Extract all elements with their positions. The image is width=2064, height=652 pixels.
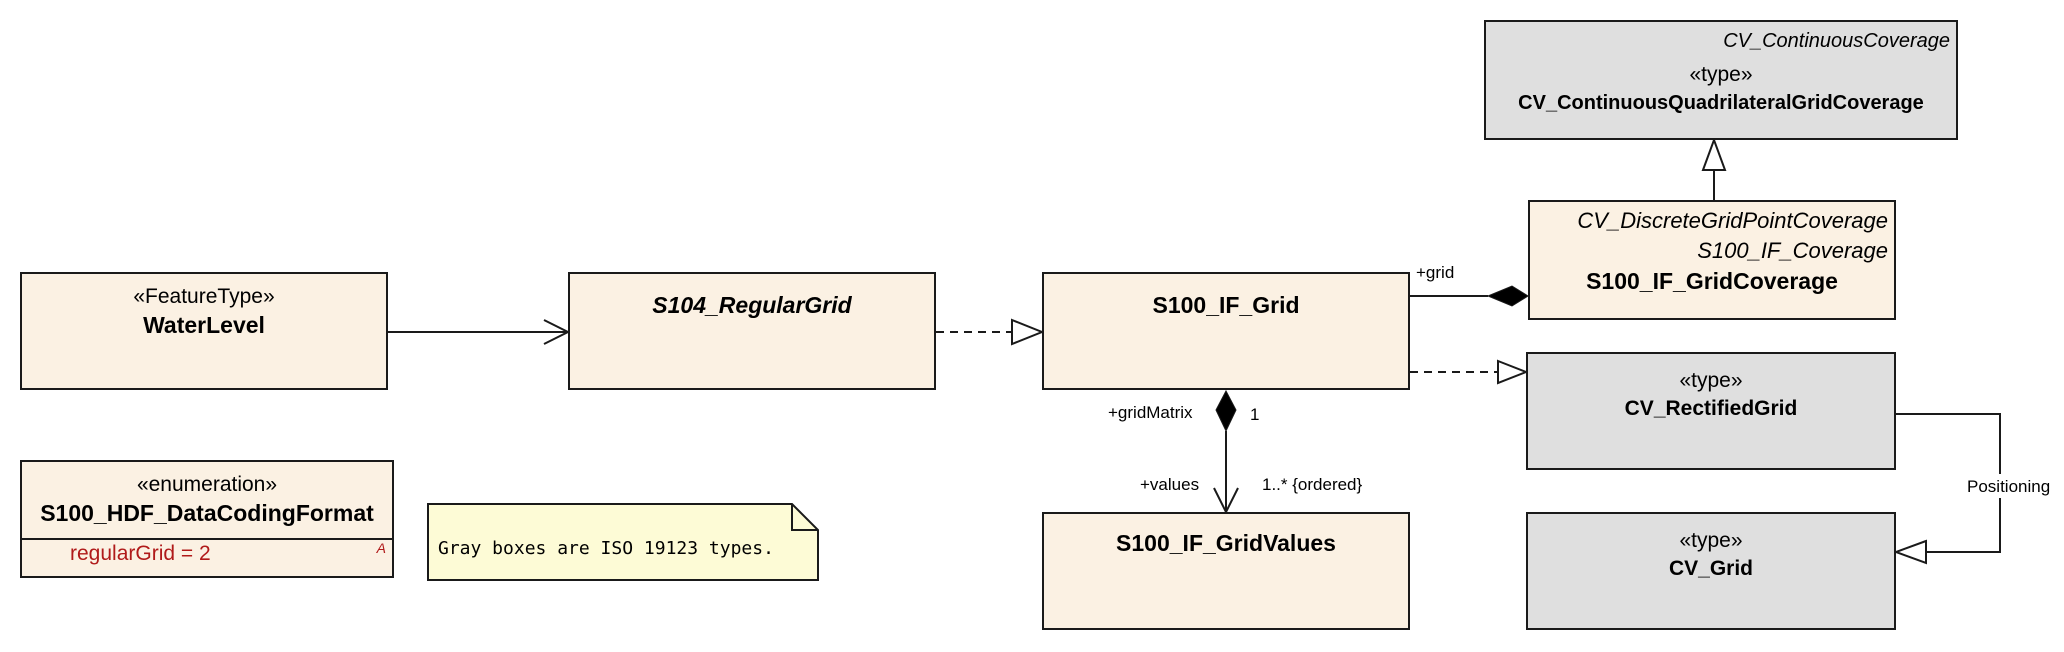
stereotype-label: «enumeration» [136,473,278,496]
class-name: CV_ContinuousQuadrilateralGridCoverage [1518,92,1924,114]
class-name: WaterLevel [143,312,265,338]
stereotype-label: «FeatureType» [133,285,275,308]
class-cv-continuousquadrilateralgridcoverage[interactable]: CV_ContinuousCoverage «type» CV_Continuo… [1484,20,1958,140]
attribute-compartment: regularGrid = 2 A [22,538,392,576]
class-cv-rectifiedgrid[interactable]: «type» CV_RectifiedGrid [1526,352,1896,470]
note-shape [427,503,819,581]
class-s100-if-gridvalues[interactable]: S100_IF_GridValues [1042,512,1410,630]
parent-class-label: CV_DiscreteGridPointCoverage [1577,208,1888,233]
generalization-gridcoverage-continuous [1701,137,1727,200]
role-label-grid: +grid [1416,263,1455,282]
stereotype-label: «type» [1689,63,1753,86]
class-waterlevel[interactable]: «FeatureType» WaterLevel [20,272,388,390]
note-text: Gray boxes are ISO 19123 types. [438,538,774,559]
class-name: S100_IF_GridValues [1116,530,1336,556]
realization-regulargrid-ifgrid [936,318,1045,346]
class-name: S100_IF_Grid [1152,292,1300,318]
class-name: CV_RectifiedGrid [1624,397,1798,420]
parent-class-label: S100_IF_Coverage [1697,238,1888,263]
composition-ifgrid-gridcoverage [1410,285,1529,307]
class-s100-if-gridcoverage[interactable]: CV_DiscreteGridPointCoverage S100_IF_Cov… [1528,200,1896,320]
stereotype-label: «type» [1679,529,1743,552]
class-name: S100_HDF_DataCodingFormat [40,500,374,526]
role-label-values: +values [1140,475,1200,494]
class-cv-grid[interactable]: «type» CV_Grid [1526,512,1896,630]
class-name: S100_IF_GridCoverage [1586,268,1838,294]
class-s104-regulargrid[interactable]: S104_RegularGrid [568,272,936,390]
composition-ifgrid-gridvalues [1213,389,1239,515]
stereotype-label: «type» [1679,369,1743,392]
role-label-gridmatrix: +gridMatrix [1108,403,1193,422]
abstract-flag: A [376,540,386,556]
enum-s100-hdf-datacodingformat[interactable]: «enumeration» S100_HDF_DataCodingFormat … [20,460,394,578]
association-waterlevel-regulargrid [388,319,571,345]
class-name: CV_Grid [1668,557,1754,580]
generalization-rectifiedgrid-cvgrid [1893,413,2044,565]
parent-class-label: CV_ContinuousCoverage [1723,30,1950,52]
association-label-positioning: Positioning [1967,477,2051,496]
class-s100-if-grid[interactable]: S100_IF_Grid [1042,272,1410,390]
realization-ifgrid-rectifiedgrid [1410,359,1529,385]
multiplicity-label-values: 1..* {ordered} [1262,475,1363,494]
class-name: S104_RegularGrid [652,292,852,318]
multiplicity-label-one: 1 [1250,405,1260,424]
enum-literal: regularGrid = 2 [70,542,211,565]
